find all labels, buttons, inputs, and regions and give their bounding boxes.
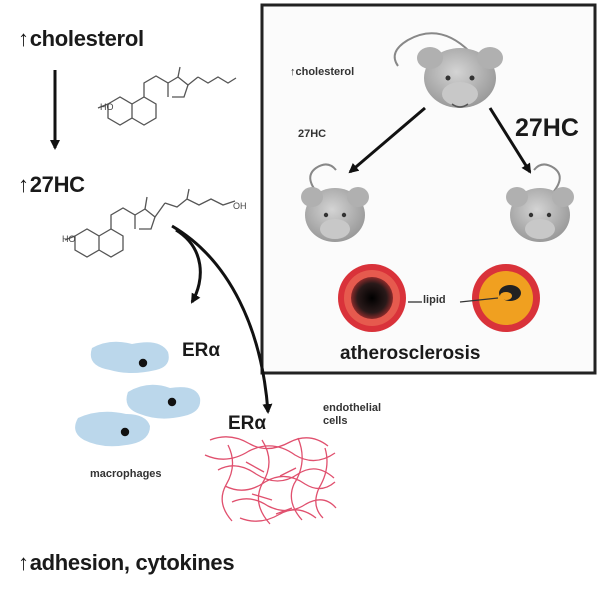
mouse-icon-left [301, 163, 369, 242]
27hc-to-endothelial-arrow [171, 224, 273, 414]
cholesterol-label: ↑cholesterol [18, 26, 144, 51]
endothelial-cells-label: endothelial cells [323, 402, 382, 427]
27hc-label: ↑27HC [18, 172, 85, 197]
adhesion-cytokines-label: ↑adhesion, cytokines [18, 550, 235, 575]
lipid-pointer-line [459, 297, 499, 303]
cholesterol-molecule-icon [97, 66, 237, 126]
er-alpha-lower-label: ERα [228, 413, 267, 434]
inset-27hc-large-label: 27HC [515, 114, 579, 142]
mouse-icon-right [506, 163, 574, 242]
er-alpha-upper-label: ERα [182, 340, 221, 361]
ho-label-27hc: HO [62, 234, 76, 244]
ho-label-cholesterol: HO [100, 102, 114, 112]
inset-lipid-label: lipid [423, 294, 446, 306]
endothelial-network-icon [204, 436, 337, 525]
artery-cross-section-left-icon [338, 264, 406, 332]
up-arrow-icon: ↑ [18, 26, 29, 51]
oh-label-27hc: OH [233, 201, 247, 211]
inset-cholesterol-label: ↑cholesterol [290, 66, 355, 78]
27hc-molecule-icon [64, 188, 236, 258]
macrophages-label: macrophages [90, 468, 162, 480]
inset-left-arrow [348, 106, 426, 174]
up-arrow-icon: ↑ [18, 172, 29, 197]
inset-atherosclerosis-label: atherosclerosis [340, 343, 481, 364]
27hc-to-macrophage-arrow [175, 228, 202, 304]
macrophage-cells-icon [75, 341, 201, 447]
up-arrow-icon: ↑ [18, 550, 29, 575]
inset-right-arrow [488, 107, 532, 174]
artery-cross-section-right-icon [472, 264, 540, 332]
mouse-icon-top [393, 32, 503, 108]
inset-27hc-small-label: 27HC [298, 128, 327, 140]
